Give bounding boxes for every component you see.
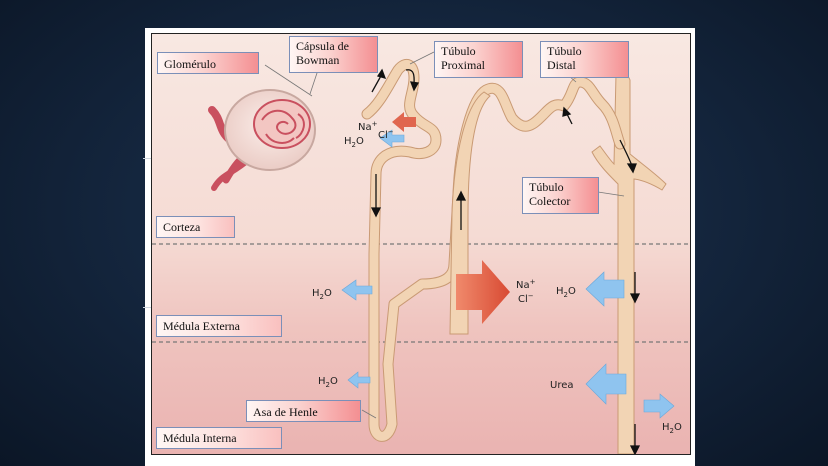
glomerulo-label: Glomérulo bbox=[157, 52, 259, 74]
tubulo-distal-label: Túbulo Distal bbox=[540, 41, 629, 78]
ascending-limb bbox=[449, 91, 491, 335]
tubulo-proximal-label: Túbulo Proximal bbox=[434, 41, 523, 78]
capsula-text-line2: Bowman bbox=[296, 53, 340, 67]
divider-tick bbox=[143, 158, 151, 159]
zone-corteza: Corteza bbox=[156, 216, 235, 238]
asa-text: Asa de Henle bbox=[253, 405, 318, 419]
water-arrow-collecting-inner bbox=[643, 393, 675, 419]
urea-arrow bbox=[585, 363, 627, 405]
medula-interna-text: Médula Interna bbox=[163, 431, 237, 445]
h2o-label-collecting-inner: H2O bbox=[662, 422, 682, 435]
distal-text-line2: Distal bbox=[547, 58, 576, 72]
substance-labels: Na+ Cl− H2O H2O Na+ Cl− H2O H2O Urea H2O bbox=[312, 120, 682, 435]
urea-label: Urea bbox=[550, 380, 574, 391]
water-arrow-collecting-outer bbox=[585, 271, 625, 307]
nephron-diagram: Na+ Cl− H2O H2O Na+ Cl− H2O H2O Urea H2O bbox=[151, 33, 691, 455]
divider-tick bbox=[143, 307, 151, 308]
capsula-bowman-label: Cápsula de Bowman bbox=[289, 36, 378, 73]
tubulo-colector-label: Túbulo Colector bbox=[522, 177, 599, 214]
nephron-svg: Na+ Cl− H2O H2O Na+ Cl− H2O H2O Urea H2O bbox=[152, 51, 690, 454]
bowman-capsule bbox=[224, 89, 316, 171]
asa-henle-label: Asa de Henle bbox=[246, 400, 361, 422]
corteza-text: Corteza bbox=[163, 220, 201, 234]
na-label-outer-medulla: Na+ bbox=[516, 278, 536, 291]
nephron-tubule bbox=[361, 59, 626, 442]
glomerulo-text: Glomérulo bbox=[164, 57, 216, 71]
collecting-duct bbox=[591, 72, 667, 454]
water-arrows bbox=[341, 129, 675, 419]
capsula-text-line1: Cápsula de bbox=[296, 39, 349, 53]
proximal-text-line1: Túbulo bbox=[441, 44, 476, 58]
ion-arrows bbox=[392, 112, 510, 324]
distal-text-line1: Túbulo bbox=[547, 44, 582, 58]
proximal-text-line2: Proximal bbox=[441, 58, 485, 72]
flow-arrowhead bbox=[376, 68, 387, 79]
h2o-label-outer-medulla: H2O bbox=[312, 288, 332, 301]
cl-label-proximal: Cl− bbox=[378, 128, 394, 141]
pointer-lines bbox=[264, 51, 625, 419]
h2o-label-proximal: H2O bbox=[344, 136, 364, 149]
water-arrow-proximal bbox=[379, 129, 405, 148]
colector-text-line1: Túbulo bbox=[529, 180, 564, 194]
h2o-label-collecting-outer: H2O bbox=[556, 286, 576, 299]
colector-text-line2: Colector bbox=[529, 194, 571, 208]
na-label-proximal: Na+ bbox=[358, 120, 378, 133]
zone-medula-externa: Médula Externa bbox=[156, 315, 282, 337]
medula-externa-text: Médula Externa bbox=[163, 319, 240, 333]
cl-label-outer-medulla: Cl− bbox=[518, 292, 534, 305]
zone-medula-interna: Médula Interna bbox=[156, 427, 282, 449]
h2o-label-inner-medulla: H2O bbox=[318, 376, 338, 389]
flow-arrows bbox=[370, 68, 641, 454]
water-arrow-outer-medulla bbox=[341, 279, 373, 301]
water-arrow-inner-medulla bbox=[347, 371, 371, 389]
